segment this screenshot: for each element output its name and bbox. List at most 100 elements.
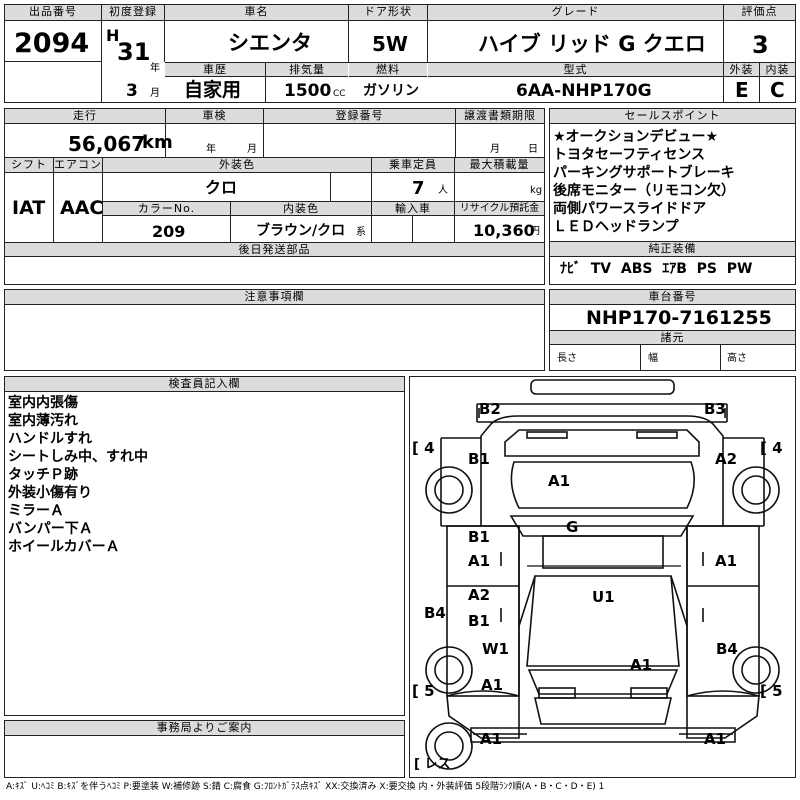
ext-grade: E — [735, 78, 749, 102]
damage-mark: A1 — [548, 472, 571, 490]
sales-point-item: ★オークションデビュー★ — [553, 129, 719, 145]
recycle-label: リサイクル預託金 — [455, 202, 544, 216]
damage-mark: A1 — [468, 552, 491, 570]
inspector-note: 外装小傷有り — [8, 485, 92, 501]
year-unit: 年 — [150, 63, 160, 74]
notes-label: 注意事項欄 — [5, 290, 544, 305]
spare-tire-value: レス — [424, 757, 451, 772]
ac-label: エアコン — [54, 158, 102, 173]
capacity: 7 — [412, 178, 425, 199]
car-name: シエンタ — [228, 31, 312, 55]
tire-rear-right-value: 5 — [772, 682, 783, 700]
equipment-items: ﾅﾋﾞ TV ABS ｴｱB PS PW — [560, 261, 753, 277]
first-registration-label: 初度登録 — [102, 5, 164, 21]
damage-mark: A1 — [704, 730, 727, 748]
mileage-label: 走行 — [5, 109, 165, 124]
int-label: 内装 — [760, 63, 795, 77]
inspection-label: 車検 — [166, 109, 263, 124]
inspector-note: ミラーＡ — [8, 503, 64, 519]
tire-front-left: [ 4 — [412, 439, 435, 457]
cc-unit: CC — [333, 89, 346, 99]
ac: AAC — [60, 197, 104, 219]
lot-number: 2094 — [14, 28, 90, 59]
inspector-note: バンパー下Ａ — [8, 521, 93, 537]
tire-front-right-value: 4 — [772, 439, 783, 457]
color-no: 209 — [152, 222, 186, 241]
exterior-color: クロ — [205, 178, 238, 197]
damage-mark: B4 — [716, 640, 738, 658]
damage-mark: A1 — [481, 676, 504, 694]
damage-mark: G — [566, 518, 579, 536]
sales-point-item: パーキングサポートブレーキ — [553, 165, 735, 181]
inspection-month-unit: 月 — [247, 144, 257, 155]
reg-year: 31 — [117, 38, 151, 66]
fuel: ガソリン — [363, 83, 419, 99]
load-unit: kg — [530, 185, 543, 196]
inspector-notes: 室内内張傷室内薄汚れハンドルすれシートしみ中、すれ中タッチＰ跡外装小傷有りミラー… — [8, 394, 398, 556]
damage-mark: B1 — [468, 528, 490, 546]
tire-front-right: [ 4 — [760, 439, 783, 457]
km-unit: km — [142, 132, 173, 153]
damage-mark: B4 — [424, 604, 446, 622]
history-label: 車歴 — [165, 63, 265, 77]
damage-mark: W1 — [482, 640, 509, 658]
plate-label: 登録番号 — [264, 109, 455, 124]
spec-label: 諸元 — [550, 331, 795, 345]
damage-mark: U1 — [592, 588, 615, 606]
recycle-fee: 10,360 — [473, 221, 535, 240]
max-load-label: 最大積載量 — [455, 158, 544, 173]
damage-mark: A2 — [468, 586, 491, 604]
damage-diagram-box — [409, 376, 796, 778]
capacity-unit: 人 — [438, 185, 448, 196]
ext-label: 外装 — [724, 63, 759, 77]
interior-color-suffix: 系 — [356, 227, 366, 238]
width-label: 幅 — [648, 353, 658, 364]
rating-label: 評価点 — [724, 5, 795, 21]
door-type: 5W — [372, 32, 408, 56]
sales-point-item: ＬＥＤヘッドランプ — [553, 219, 679, 235]
sales-points-label: セールスポイント — [550, 109, 795, 124]
reg-month: 3 — [126, 81, 138, 101]
inspector-label: 検査員記入欄 — [5, 377, 404, 392]
damage-mark: B3 — [704, 400, 726, 418]
grade: ハイブ リッド G クエロ — [478, 32, 706, 56]
shift-label: シフト — [5, 158, 53, 173]
chassis-number: NHP170-7161255 — [586, 307, 772, 329]
fuel-label: 燃料 — [349, 63, 427, 77]
capacity-label: 乗車定員 — [372, 158, 454, 173]
transfer-day-unit: 日 — [528, 144, 538, 155]
recycle-unit: 円 — [530, 226, 540, 237]
damage-mark: B1 — [468, 450, 490, 468]
later-parts-label: 後日発送部品 — [5, 243, 544, 257]
displacement: 1500 — [284, 81, 332, 101]
inspector-note: ハンドルすれ — [8, 431, 92, 447]
length-label: 長さ — [557, 353, 577, 364]
spare-tire: [ レス — [414, 757, 451, 772]
damage-mark: A1 — [630, 656, 653, 674]
rating: 3 — [752, 31, 769, 59]
history: 自家用 — [184, 79, 242, 101]
model-label: 型式 — [428, 63, 723, 77]
lot-label: 出品番号 — [5, 5, 101, 21]
height-label: 高さ — [727, 353, 747, 364]
inspection-year-unit: 年 — [206, 144, 216, 155]
color-no-label: カラーNo. — [103, 202, 230, 216]
sales-point-item: トヨタセーフティセンス — [553, 147, 706, 163]
int-grade: C — [770, 78, 785, 102]
interior-color: ブラウン/クロ — [256, 223, 346, 239]
tire-front-left-value: 4 — [424, 439, 435, 457]
month-unit: 月 — [150, 88, 160, 99]
import-label: 輸入車 — [372, 202, 454, 216]
car-diagram — [425, 379, 780, 770]
inspector-note: タッチＰ跡 — [8, 467, 78, 483]
damage-mark: A1 — [480, 730, 503, 748]
tire-rear-left-value: 5 — [424, 682, 435, 700]
interior-color-label: 内装色 — [231, 202, 371, 216]
car-name-label: 車名 — [165, 5, 348, 21]
inspector-note: シートしみ中、すれ中 — [8, 449, 148, 465]
door-label: ドア形状 — [349, 5, 427, 21]
inspector-box — [4, 376, 405, 716]
sales-point-item: 両側パワースライドドア — [553, 201, 707, 217]
tire-rear-left: [ 5 — [412, 682, 435, 700]
model: 6AA-NHP170G — [516, 81, 652, 101]
